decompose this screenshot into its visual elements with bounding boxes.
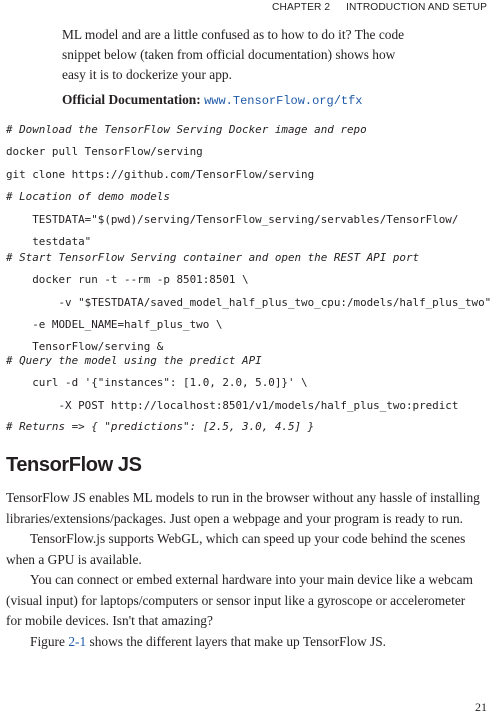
code-line: -e MODEL_NAME=half_plus_two \ xyxy=(6,317,223,331)
code-block-returns: # Returns => { "predictions": [2.5, 3.0,… xyxy=(6,416,314,438)
chapter-label: CHAPTER 2 xyxy=(272,2,331,13)
figure-reference-link[interactable]: 2-1 xyxy=(68,634,87,649)
paragraph-line: You can connect or embed external hardwa… xyxy=(30,572,473,587)
official-docs-label: Official Documentation: xyxy=(62,92,201,107)
code-line: git clone https://github.com/TensorFlow/… xyxy=(6,168,315,181)
paragraph-1: TensorFlow JS enables ML models to run i… xyxy=(6,488,490,529)
code-comment-line: # Returns => { "predictions": [2.5, 3.0,… xyxy=(6,420,315,433)
paragraph-line: when a GPU is available. xyxy=(6,551,142,567)
intro-line: ML model and are a little confused as to… xyxy=(62,27,405,42)
code-comment-line: # Location of demo models xyxy=(6,190,170,204)
code-comment-line: # Query the model using the predict API xyxy=(6,354,262,367)
paragraph-line: for mobile devices. Isn't that amazing? xyxy=(6,613,213,628)
paragraph-4: Figure 2-1 shows the different layers th… xyxy=(6,632,490,653)
code-line: docker pull TensorFlow/serving xyxy=(6,145,203,159)
paragraph-line: TensorFlow JS enables ML models to run i… xyxy=(6,490,480,505)
paragraph-line: Figure 2-1 shows the different layers th… xyxy=(30,634,386,649)
code-block-run: # Start TensorFlow Serving container and… xyxy=(6,247,497,358)
page-number: 21 xyxy=(475,700,487,714)
code-comment-line: # Download the TensorFlow Serving Docker… xyxy=(6,123,367,136)
paragraph-line: (visual input) for laptops/computers or … xyxy=(6,592,466,608)
code-line: docker run -t --rm -p 8501:8501 \ xyxy=(6,273,249,287)
code-comment-line: # Start TensorFlow Serving container and… xyxy=(6,251,420,264)
paragraph-2: TensorFlow.js supports WebGL, which can … xyxy=(6,529,490,570)
code-block-clone: git clone https://github.com/TensorFlow/… xyxy=(6,164,458,253)
paragraph-3: You can connect or embed external hardwa… xyxy=(6,570,490,632)
official-docs-link[interactable]: www.TensorFlow.org/tfx xyxy=(204,94,363,108)
code-line: TensorFlow/serving & xyxy=(6,340,164,354)
paragraph-line: libraries/extensions/packages. Just open… xyxy=(6,510,464,526)
code-line: curl -d '{"instances": [1.0, 2.0, 5.0]}'… xyxy=(6,376,308,390)
official-docs-line: Official Documentation: www.TensorFlow.o… xyxy=(62,90,482,111)
code-block-query: # Query the model using the predict API … xyxy=(6,350,458,417)
code-line: -X POST http://localhost:8501/v1/models/… xyxy=(6,398,459,412)
code-line: TESTDATA="$(pwd)/serving/TensorFlow_serv… xyxy=(6,212,459,226)
code-block-download: # Download the TensorFlow Serving Docker… xyxy=(6,119,367,164)
paragraph-line: TensorFlow.js supports WebGL, which can … xyxy=(30,531,466,546)
chapter-title: INTRODUCTION AND SETUP xyxy=(346,2,487,13)
section-heading: TensorFlow JS xyxy=(6,454,142,476)
code-line: testdata" xyxy=(6,234,92,248)
code-line: -v "$TESTDATA/saved_model_half_plus_two_… xyxy=(6,295,497,309)
intro-line: easy it is to dockerize your app. xyxy=(62,67,232,82)
intro-line: snippet below (taken from official docum… xyxy=(62,47,396,62)
intro-paragraph: ML model and are a little confused as to… xyxy=(62,25,482,85)
running-header: CHAPTER 2 INTRODUCTION AND SETUP xyxy=(272,2,487,13)
